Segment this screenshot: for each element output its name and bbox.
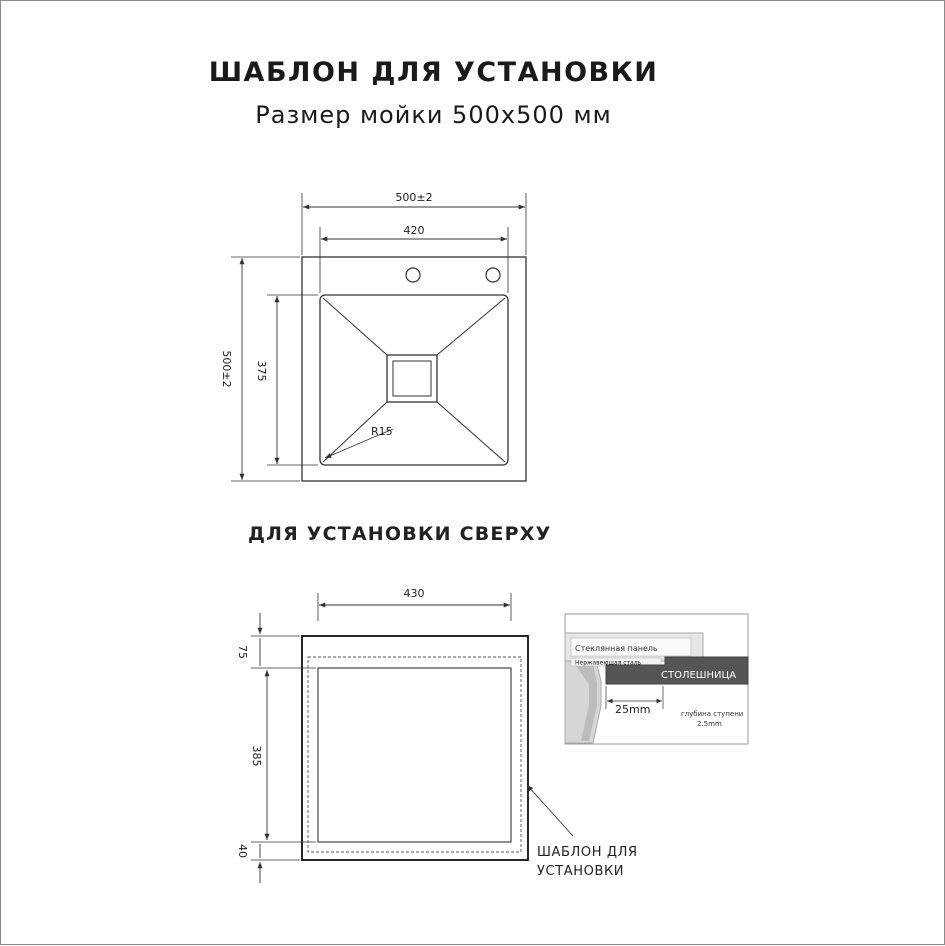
cross-section-inset: Стеклянная панель Нержавеющая сталь СТОЛ… <box>564 613 749 745</box>
dim-outer-height: 500±2 <box>220 350 233 387</box>
countertop-section <box>605 656 749 685</box>
dim-inner-height: 375 <box>255 361 268 382</box>
dim-install-height: 385 <box>250 746 263 767</box>
slope-line-bl <box>322 401 388 463</box>
countertop-label: СТОЛЕШНИЦА <box>661 670 736 681</box>
dimensions-top: 500±2 420 500±2 375 R15 <box>220 191 527 482</box>
sink-outer-rim <box>301 256 527 482</box>
slope-line-tl <box>322 297 388 356</box>
radius-leader <box>324 428 394 459</box>
sink-top-view <box>301 256 527 482</box>
page-title: ШАБЛОН ДЛЯ УСТАНОВКИ <box>208 57 659 88</box>
drain-inner <box>392 360 432 397</box>
faucet-hole-left <box>405 267 421 283</box>
page-subtitle: Размер мойки 500x500 мм <box>255 101 612 129</box>
slope-line-tr <box>436 297 506 356</box>
dim-inner-width: 420 <box>404 224 425 237</box>
dim-top-offset: 75 <box>236 645 249 659</box>
template-label-line1: ШАБЛОН ДЛЯ <box>537 845 638 860</box>
template-leader <box>526 784 574 837</box>
step-depth-label-line1: глубина ступени <box>681 710 743 718</box>
offset-label: 25mm <box>615 703 650 716</box>
template-cut-line <box>307 656 522 853</box>
template-outer <box>301 635 529 861</box>
section-title: ДЛЯ УСТАНОВКИ СВЕРХУ <box>248 523 552 545</box>
template-label-line2: УСТАНОВКИ <box>537 864 624 879</box>
dim-bottom-offset: 40 <box>236 844 249 858</box>
install-template <box>301 635 529 861</box>
stainless-label: Нержавеющая сталь <box>575 660 642 667</box>
drain-outer <box>386 354 438 403</box>
template-inner <box>317 667 512 843</box>
sink-bowl <box>319 294 509 466</box>
step-depth-label-line2: 2.5mm <box>697 720 722 728</box>
dim-outer-width: 500±2 <box>395 191 432 204</box>
dim-install-width: 430 <box>404 587 425 600</box>
radius-label: R15 <box>371 425 393 438</box>
glass-panel-label: Стеклянная панель <box>575 644 658 653</box>
slope-line-br <box>436 401 506 463</box>
dimensions-bottom: 430 75 385 40 ШАБЛОН ДЛЯ УСТАНОВКИ <box>236 587 638 883</box>
faucet-hole-right <box>485 267 501 283</box>
